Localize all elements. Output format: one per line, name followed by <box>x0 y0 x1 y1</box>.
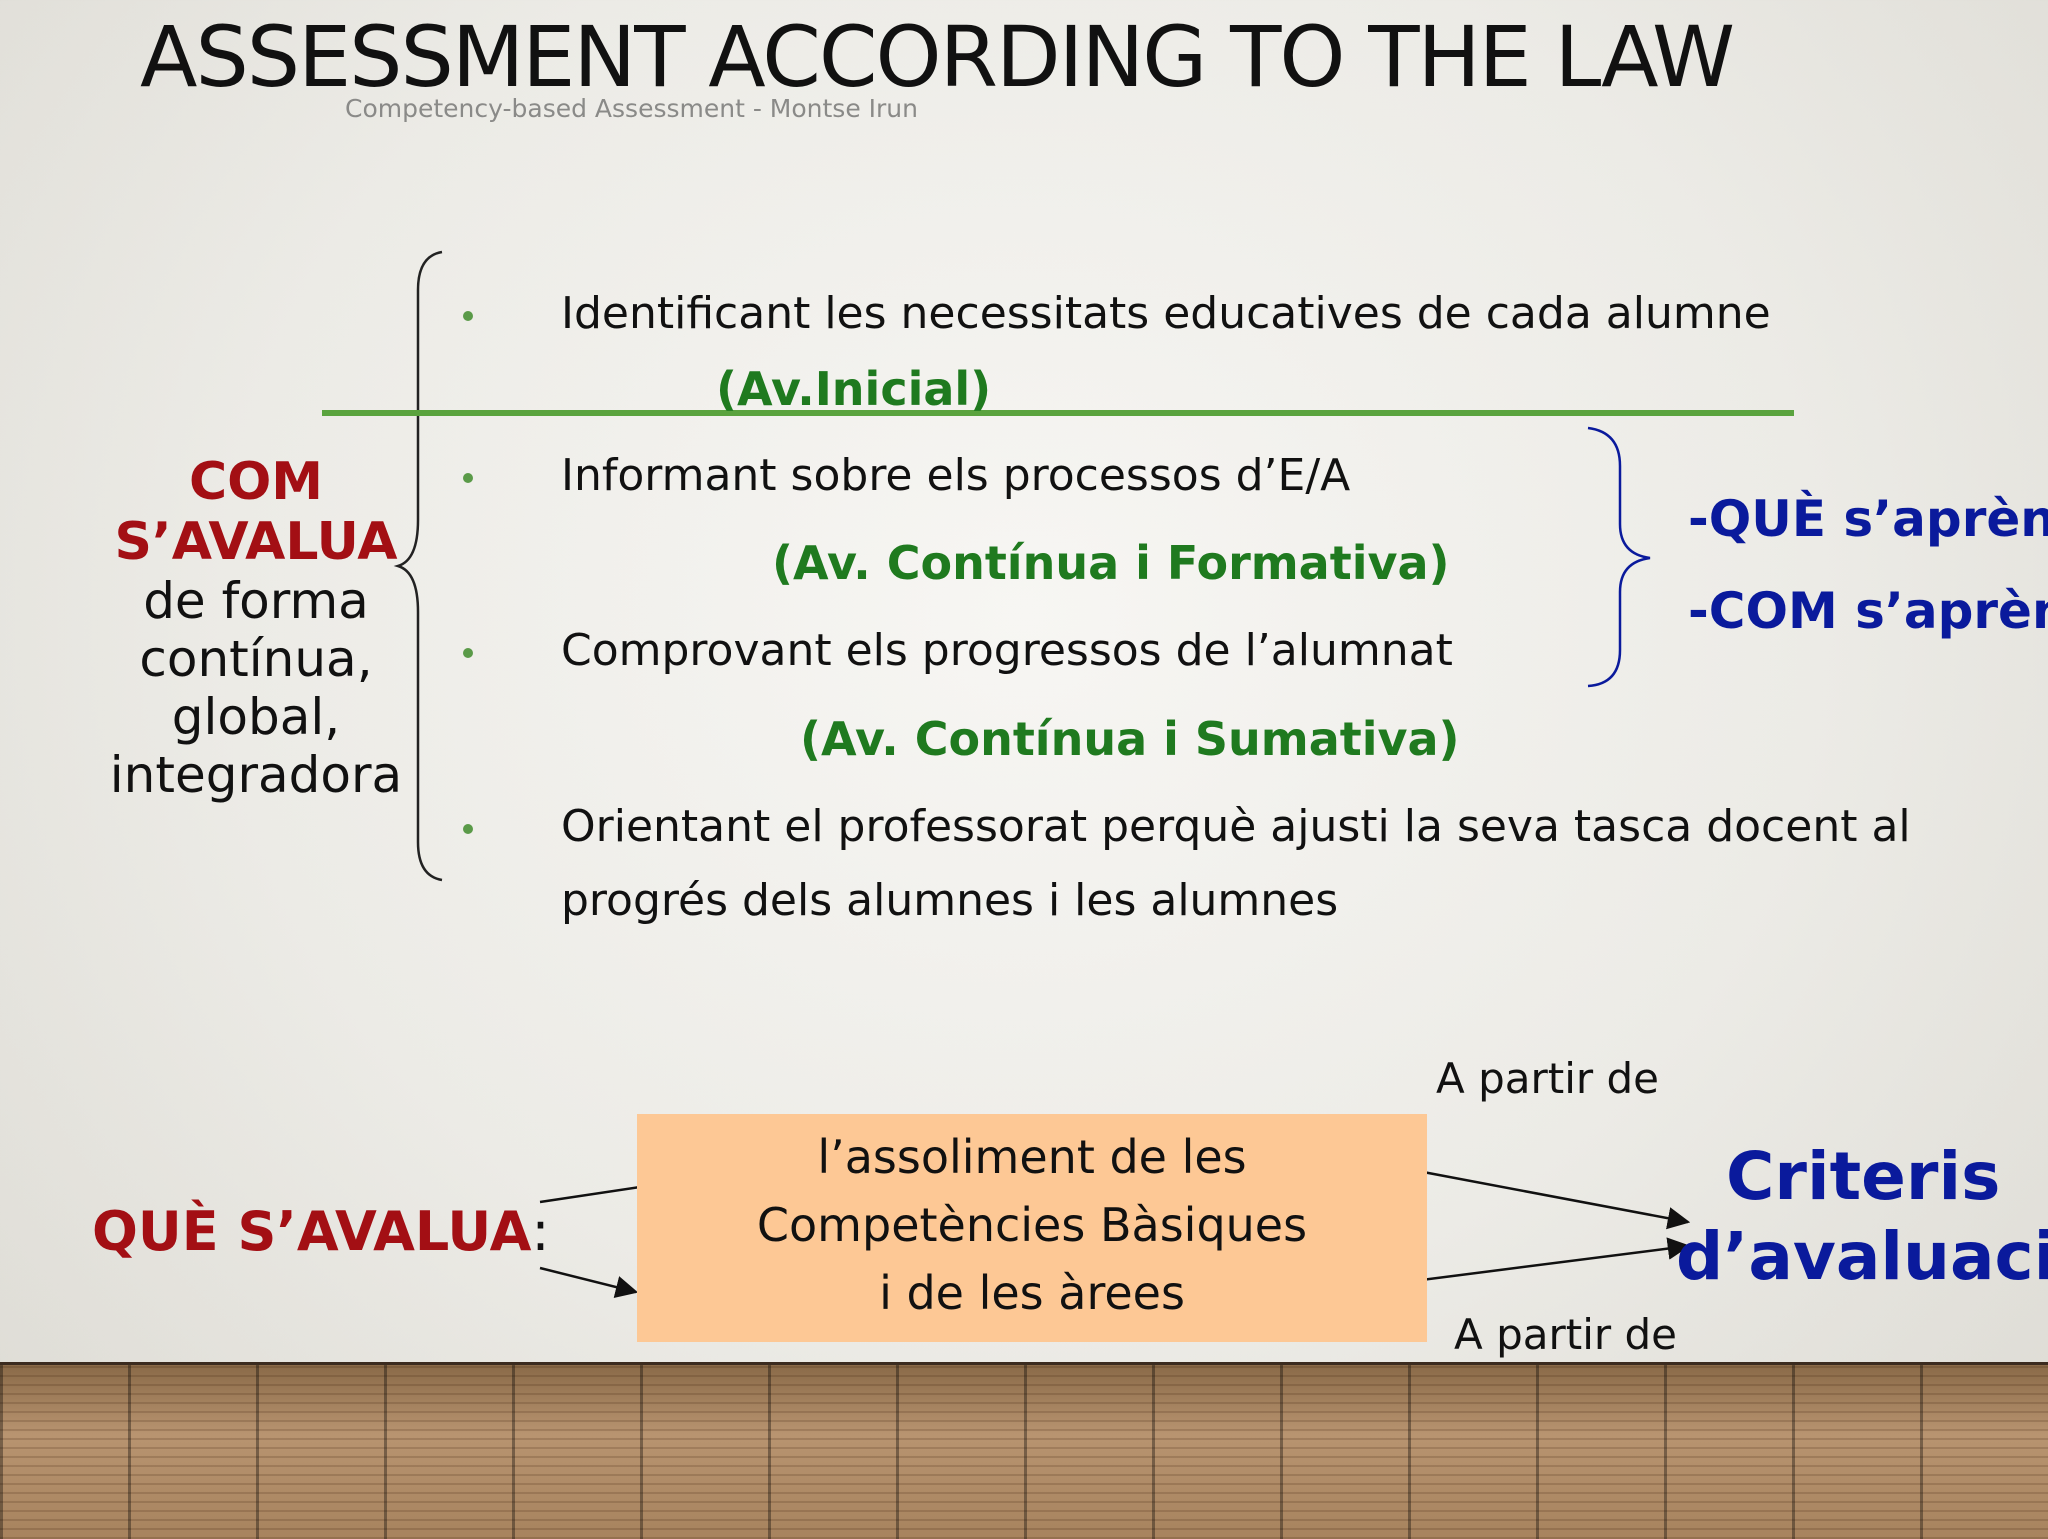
left-brace <box>393 250 443 882</box>
right-brace <box>1587 426 1651 688</box>
com-savalua-desc-1: de forma <box>143 572 369 630</box>
arrow-to-box-bottom <box>539 1266 639 1299</box>
side-note-com: -COM s’aprèn <box>1688 582 2048 640</box>
bullet-3-text: Comprovant els progressos de l’alumnat <box>561 625 1453 676</box>
com-savalua-heading-1: COM <box>188 452 324 512</box>
box-line-3: i de les àrees <box>879 1266 1185 1320</box>
bullet-2-type: (Av. Contínua i Formativa) <box>772 536 1450 590</box>
bullet-1-text: Identificant les necessitats educatives … <box>561 288 1771 339</box>
bullet-4-text-line1: Orientant el professorat perquè ajusti l… <box>561 801 1911 852</box>
criteris-line-2: d’avaluació <box>1676 1218 2048 1295</box>
que-savalua-text: QUÈ S’AVALUA <box>92 1200 532 1263</box>
com-savalua-desc-3: global, <box>171 688 341 746</box>
box-line-1: l’assoliment de les <box>817 1130 1247 1184</box>
criteris-line-1: Criteris <box>1726 1138 2001 1215</box>
bullet-3-type: (Av. Contínua i Sumativa) <box>800 712 1460 766</box>
a-partir-de-bottom: A partir de <box>1454 1310 1678 1359</box>
com-savalua-desc-4: integradora <box>109 746 403 804</box>
slide-subtitle: Competency-based Assessment - Montse Iru… <box>345 94 918 123</box>
que-savalua-label: QUÈ S’AVALUA: <box>92 1200 550 1263</box>
que-savalua-colon: : <box>531 1200 550 1263</box>
wooden-floor <box>0 1362 2048 1539</box>
bullet-dot <box>463 824 473 834</box>
a-partir-de-top: A partir de <box>1436 1054 1660 1103</box>
bullet-4-text-line2: progrés dels alumnes i les alumnes <box>561 875 1339 926</box>
bullet-1-type: (Av.Inicial) <box>716 362 992 416</box>
com-savalua-desc-2: contínua, <box>139 630 373 688</box>
bullet-dot <box>463 473 473 483</box>
com-savalua-block: COM S’AVALUA de forma contínua, global, … <box>88 452 424 804</box>
bullet-dot <box>463 311 473 321</box>
competencies-box: l’assoliment de les Competències Bàsique… <box>637 1114 1427 1342</box>
bullet-2-text: Informant sobre els processos d’E/A <box>561 450 1351 501</box>
box-line-2: Competències Bàsiques <box>756 1198 1308 1252</box>
com-savalua-heading-2: S’AVALUA <box>114 512 398 572</box>
side-note-que: -QUÈ s’aprèn <box>1688 490 2048 548</box>
slide-title: ASSESSMENT ACCORDING TO THE LAW <box>140 8 1735 106</box>
bullet-dot <box>463 648 473 658</box>
